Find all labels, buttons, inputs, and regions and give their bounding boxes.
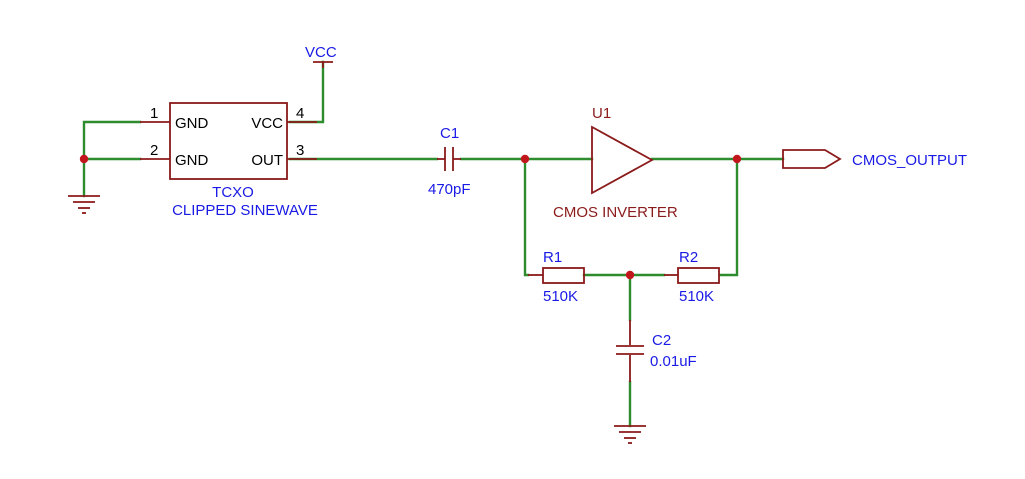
wire-vcc (288, 60, 325, 124)
wire-gnd-pin1 (82, 120, 142, 161)
c1-designator: C1 (440, 125, 459, 142)
tcxo-pin4-name: VCC (251, 115, 283, 132)
u1-designator: U1 (592, 105, 611, 122)
tcxo-pin2-number: 2 (150, 142, 158, 159)
vcc-label: VCC (305, 44, 337, 61)
junctions (79, 154, 742, 280)
r1-value: 510K (543, 288, 578, 305)
junction-dot-icon (520, 154, 530, 164)
junction-dot-icon (625, 270, 635, 280)
tcxo-description: CLIPPED SINEWAVE (172, 202, 318, 219)
junction-dot-icon (79, 154, 89, 164)
r2-body (677, 267, 720, 284)
inverter-u1[interactable] (591, 125, 654, 195)
c1-value: 470pF (428, 181, 471, 198)
ground-icon (614, 425, 646, 444)
c2-value: 0.01uF (650, 353, 697, 370)
r2-value: 510K (679, 288, 714, 305)
junction-dot-icon (732, 154, 742, 164)
c2-designator: C2 (652, 332, 671, 349)
tcxo-pin3-name: OUT (251, 152, 283, 169)
r1-designator: R1 (543, 249, 562, 266)
resistor-r1[interactable] (528, 267, 585, 284)
tcxo-component[interactable]: 1 2 4 3 GND GND VCC OUT (140, 102, 317, 180)
inverter-triangle (591, 125, 654, 195)
resistor-r2[interactable] (664, 267, 720, 284)
tcxo-pin1-number: 1 (150, 105, 158, 122)
wire-feedback-left (523, 157, 530, 277)
tcxo-pin3-number: 3 (296, 142, 304, 159)
capacitor-c1[interactable] (437, 147, 461, 171)
u1-description: CMOS INVERTER (553, 204, 678, 221)
tcxo-pin2-name: GND (175, 152, 209, 169)
tcxo-pin1-name: GND (175, 115, 209, 132)
r2-designator: R2 (679, 249, 698, 266)
output-port-icon[interactable] (782, 149, 842, 169)
tcxo-designator: TCXO (212, 184, 254, 201)
tcxo-pin4-number: 4 (296, 105, 304, 122)
capacitor-c2[interactable] (616, 320, 644, 382)
tcxo-body (169, 102, 288, 180)
ground-icon (68, 195, 100, 214)
r1-body (542, 267, 585, 284)
output-port-label: CMOS_OUTPUT (852, 152, 967, 169)
wire-feedback-right (718, 157, 739, 277)
power-port-icon (313, 61, 333, 68)
